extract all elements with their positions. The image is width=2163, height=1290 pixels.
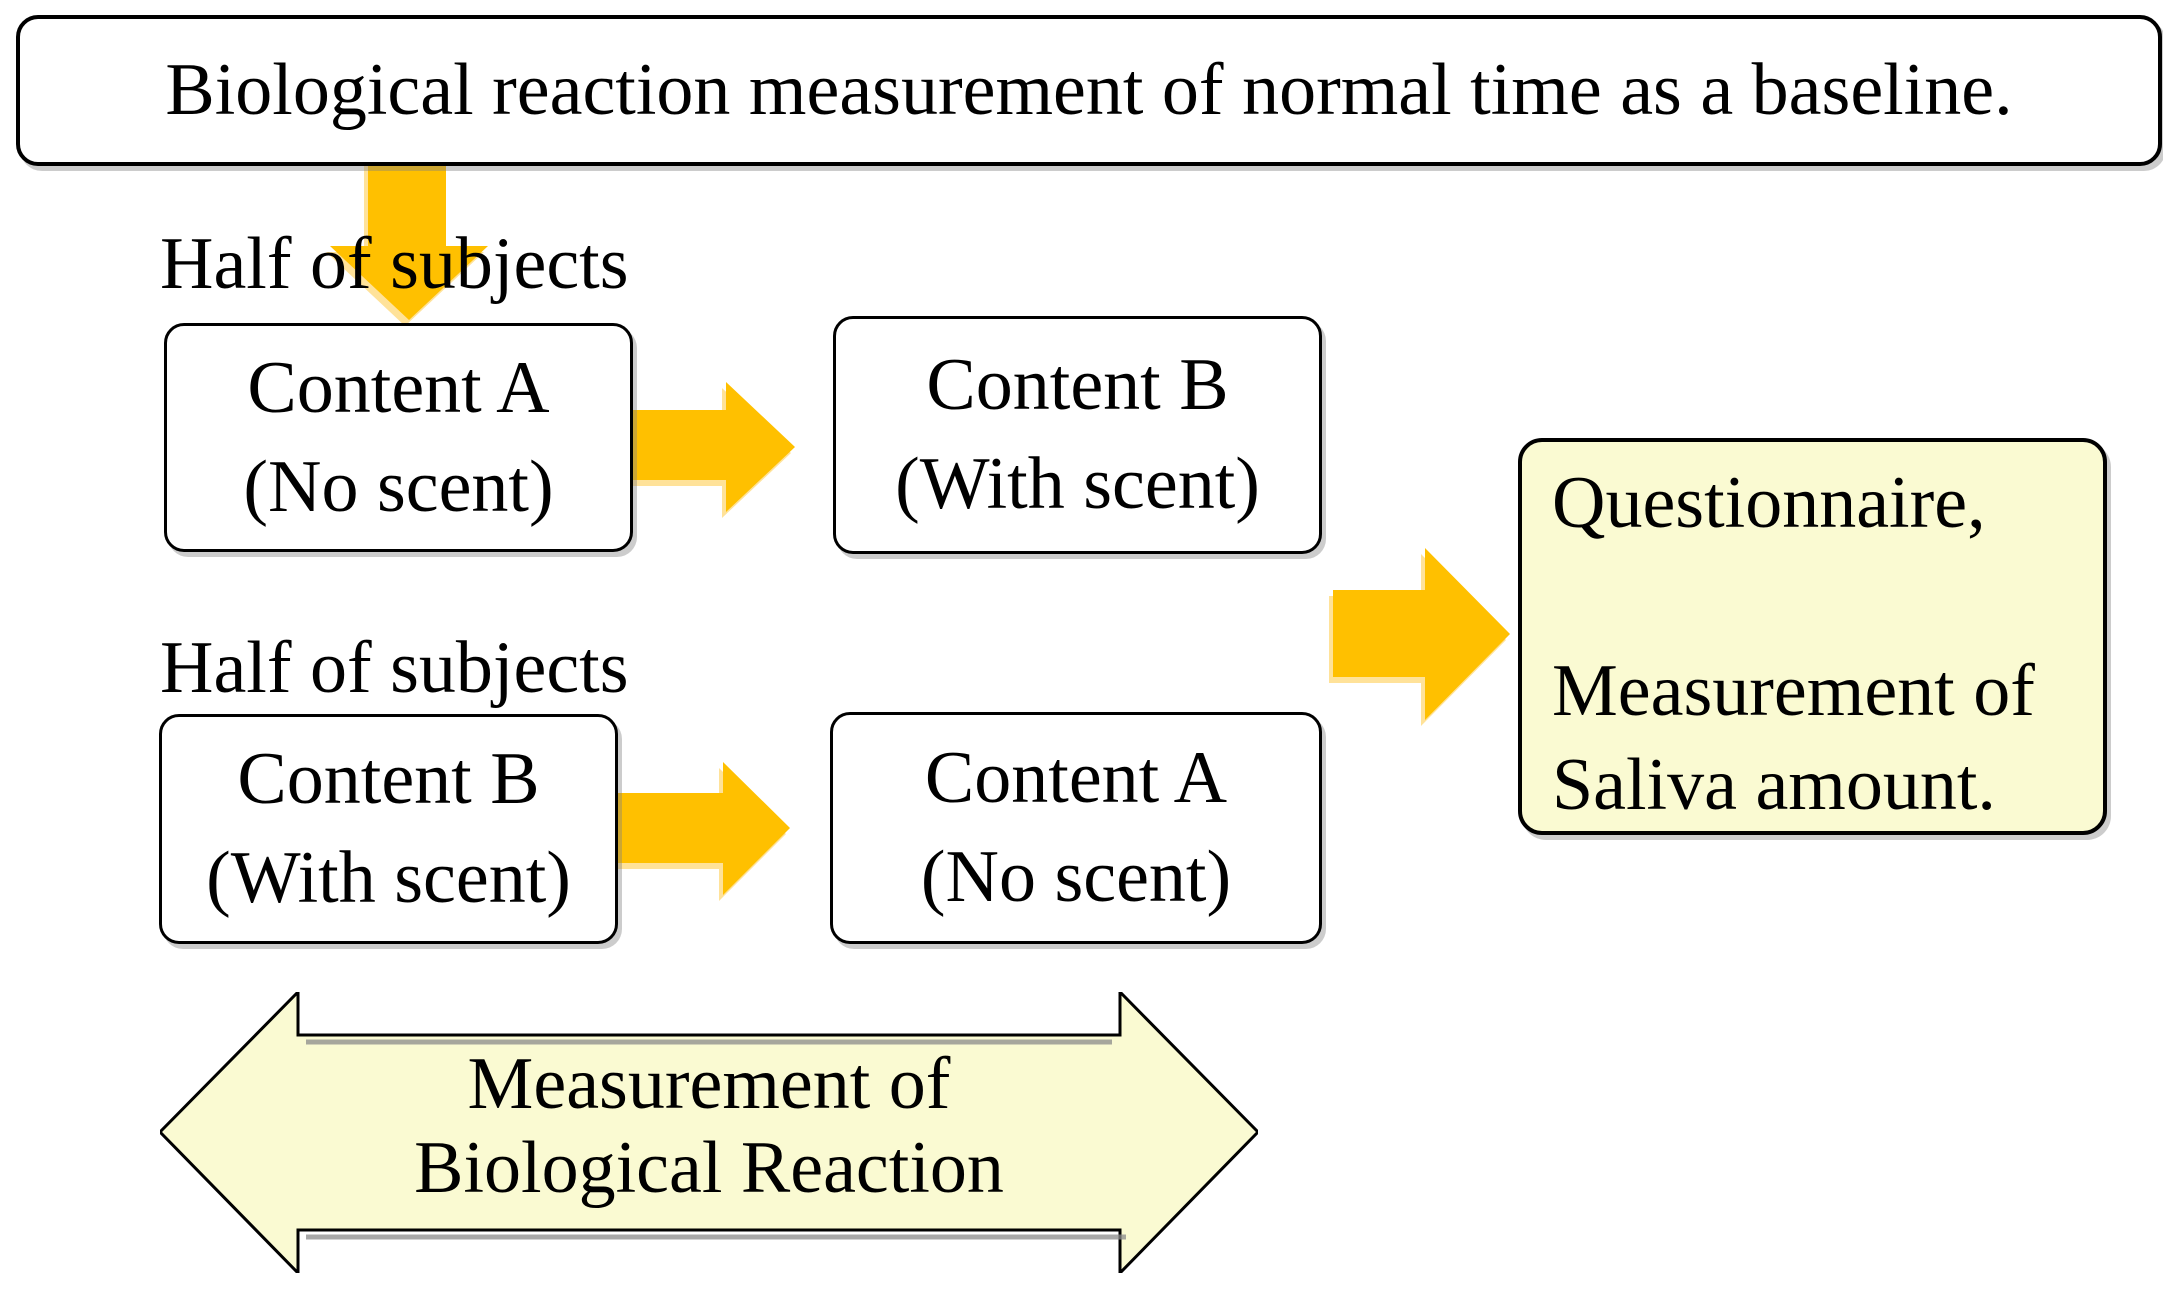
group2-step2-line2: (No scent): [920, 836, 1232, 918]
double-arrow-line2: Biological Reaction: [414, 1126, 1004, 1209]
result-box: Questionnaire, Measurement of Saliva amo…: [1518, 438, 2107, 835]
group2-step2-box: Content A (No scent): [830, 712, 1322, 944]
group2-step1-line2: (With scent): [206, 837, 571, 919]
group2-step1-line1: Content B: [237, 738, 540, 820]
group1-step2-line1: Content B: [926, 344, 1229, 426]
result-line3: Saliva amount.: [1552, 744, 1996, 826]
double-arrow-line1: Measurement of: [467, 1042, 951, 1125]
baseline-title-text: Biological reaction measurement of norma…: [165, 49, 2013, 131]
group2-step2-line1: Content A: [924, 737, 1228, 819]
group2-label: Half of subjects: [160, 627, 629, 709]
flow-arrow-down-icon: [330, 156, 488, 320]
flow-arrow-right-row1-icon: [620, 382, 795, 512]
result-line2: Measurement of: [1552, 650, 2035, 732]
flow-arrow-right-result-icon: [1333, 548, 1510, 720]
double-arrow-caption: Measurement of Biological Reaction: [160, 1035, 1258, 1230]
flow-arrow-right-row2-icon: [610, 762, 790, 895]
group1-step2-box: Content B (With scent): [833, 316, 1322, 554]
group1-step2-line2: (With scent): [895, 443, 1260, 525]
group1-step1-box: Content A (No scent): [164, 323, 633, 552]
baseline-title-box: Biological reaction measurement of norma…: [16, 15, 2162, 166]
group1-label: Half of subjects: [160, 223, 629, 305]
group1-step1-line1: Content A: [247, 346, 550, 429]
double-arrow-icon: [160, 992, 1258, 1273]
group2-step1-box: Content B (With scent): [159, 714, 618, 944]
group1-step1-line2: (No scent): [243, 445, 554, 528]
result-line1: Questionnaire,: [1552, 462, 1986, 544]
